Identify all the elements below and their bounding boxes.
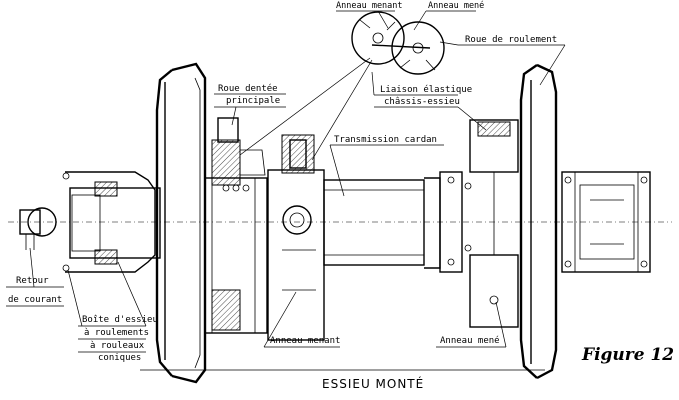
right-driven-ring bbox=[469, 119, 519, 328]
label-anneau-mene-top: Anneau mené bbox=[428, 0, 484, 11]
right-wheel bbox=[519, 63, 558, 380]
figure-label: Figure 12 bbox=[581, 345, 674, 365]
inset-rings-detail bbox=[351, 11, 445, 75]
label-liaison-2: châssis-essieu bbox=[384, 97, 460, 107]
cardan-housing bbox=[267, 134, 325, 341]
label-anneau-menant-top: Anneau menant bbox=[336, 1, 403, 11]
label-roue-dentee-1: Roue dentée bbox=[218, 83, 278, 94]
label-boite-3: à rouleaux bbox=[90, 341, 145, 351]
label-roue-dentee-2: principale bbox=[226, 96, 280, 106]
label-boite-1: Boîte d'essieu bbox=[82, 315, 158, 325]
label-boite-4: coniques bbox=[98, 353, 141, 363]
label-retour-1: Retour bbox=[16, 276, 49, 286]
left-axle-box bbox=[19, 171, 161, 273]
label-anneau-menant-bottom: Anneau menant bbox=[270, 336, 340, 346]
right-axle-box bbox=[561, 171, 651, 273]
diagram-title: ESSIEU MONTÉ bbox=[322, 376, 424, 391]
label-anneau-mene-bottom: Anneau mené bbox=[440, 335, 500, 346]
label-transmission-cardan: Transmission cardan bbox=[334, 135, 437, 145]
left-wheel bbox=[155, 62, 207, 384]
axle-tube bbox=[323, 171, 472, 273]
main-gear-disc bbox=[204, 117, 268, 334]
leader-inset-to-gear bbox=[239, 57, 371, 156]
label-roue-de-roulement: Roue de roulement bbox=[465, 35, 557, 45]
label-retour-2: de courant bbox=[8, 295, 62, 305]
label-boite-2: à roulements bbox=[84, 328, 149, 338]
label-liaison-1: Liaison élastique bbox=[380, 84, 472, 95]
